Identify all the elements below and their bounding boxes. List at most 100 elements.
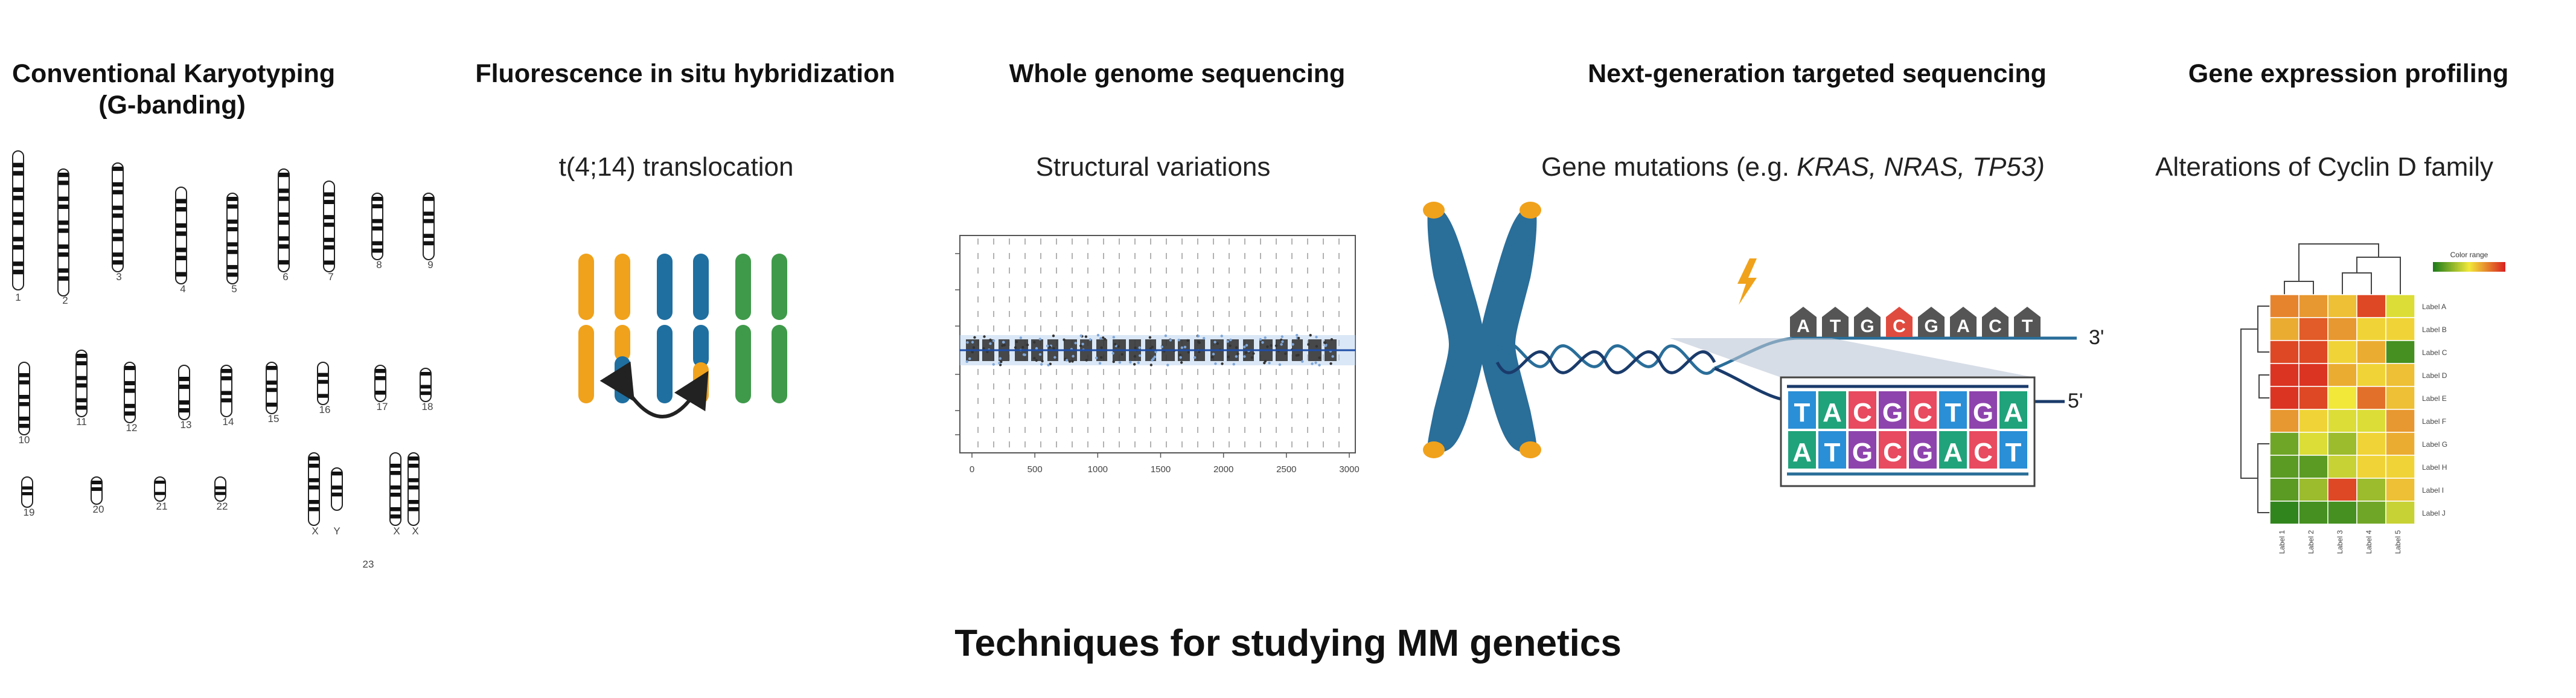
chromosome-22: [214, 476, 226, 502]
karyotype-label: 15: [268, 413, 280, 424]
chromosome-7: [323, 181, 335, 272]
cn-segment: [1177, 338, 1191, 364]
x-tick-label: 1500: [1151, 464, 1171, 475]
heatmap-row-label: Label J: [2422, 509, 2446, 517]
karyotype-label: 8: [376, 259, 382, 271]
heatmap-cell: [2327, 386, 2357, 410]
heatmap-cell: [2269, 294, 2300, 318]
karyotype-label: 9: [427, 259, 433, 271]
heatmap-cell: [2356, 363, 2386, 387]
karyotype-label: 23: [363, 559, 374, 570]
base-letter: T: [1945, 398, 1961, 427]
base-pair: CG: [1849, 391, 1876, 469]
sequence-base: G: [1854, 307, 1881, 337]
heatmap-cell: [2356, 317, 2386, 341]
cn-segment: [1031, 338, 1044, 366]
karyotype-label: 19: [24, 507, 35, 518]
chromosome-6: [278, 168, 290, 272]
heatmap-cell: [2327, 478, 2357, 502]
heatmap-row-label: Label A: [2422, 303, 2446, 311]
base-pair: GC: [1879, 391, 1906, 469]
heatmap-cell: [2327, 294, 2357, 318]
heatmap-cell: [2298, 409, 2328, 433]
heatmap-row-label: Label G: [2422, 440, 2447, 449]
subtitle-ngs: Gene mutations (e.g. KRAS, NRAS, TP53): [1541, 152, 2045, 182]
base-letter: T: [2022, 316, 2033, 336]
base-letter: A: [2004, 398, 2023, 427]
heatmap-cell: [2327, 501, 2357, 525]
chromosome-2: [57, 168, 69, 296]
cn-segment: [1014, 336, 1029, 361]
base-letter: C: [1893, 316, 1906, 336]
heatmap-row-label: Label B: [2422, 325, 2447, 334]
heatmap-cell: [2356, 340, 2386, 364]
chromosome-13: [178, 365, 190, 420]
subtitle-fish: t(4;14) translocation: [558, 152, 794, 182]
karyotype-label: X: [312, 525, 318, 537]
cn-segment: [998, 339, 1009, 367]
heatmap-cell: [2356, 432, 2386, 456]
chromosome-14-normal: [657, 254, 673, 403]
heatmap-cell: [2269, 432, 2300, 456]
heatmap-cell: [2269, 340, 2300, 364]
subtitle-gep: Alterations of Cyclin D family: [2155, 152, 2493, 182]
karyotype-label: 11: [76, 416, 87, 427]
sequence-base: C: [1982, 307, 2009, 337]
chromosome-21: [154, 476, 166, 502]
heatmap-cell: [2356, 501, 2386, 525]
base-letter: C: [1853, 398, 1872, 427]
base-letter: G: [1882, 398, 1903, 427]
base-letter: T: [1830, 316, 1841, 336]
base-letter: C: [1974, 438, 1993, 467]
base-letter: A: [1797, 316, 1810, 336]
heatmap-cell: [2385, 317, 2415, 341]
heatmap-cell: [2385, 294, 2415, 318]
karyotype-label: 16: [319, 404, 331, 415]
chromosome-X: [308, 452, 320, 526]
x-tick-label: 500: [1028, 464, 1043, 475]
sequence-base: A: [1950, 307, 1977, 337]
heatmap-row-label: Label F: [2422, 417, 2446, 426]
chromosome-12: [124, 362, 136, 423]
heatmap-col-label: Label 2: [2307, 530, 2315, 554]
heatmap-cell: [2298, 501, 2328, 525]
dna-helix-strand-b: [1495, 350, 1716, 374]
heatmap-cell: [2385, 363, 2415, 387]
heatmap-cell: [2385, 386, 2415, 410]
heatmap-cell: [2298, 317, 2328, 341]
chromosome-X: [407, 452, 420, 526]
chromosome-1: [12, 150, 24, 290]
base-letter: A: [1792, 438, 1812, 467]
heatmap-cell: [2356, 386, 2386, 410]
karyotype-label: 17: [377, 401, 388, 412]
heatmap-cell: [2356, 478, 2386, 502]
zoom-wedge: [1670, 338, 2034, 377]
heatmap-cell: [2269, 409, 2300, 433]
sequence-base: T: [2014, 307, 2041, 337]
heatmap-cell: [2327, 455, 2357, 479]
chromosome-3: [112, 162, 124, 272]
heatmap-cell: [2385, 478, 2415, 502]
karyotype-label: 13: [181, 419, 192, 431]
base-pair: TA: [1939, 391, 1967, 469]
karyotype-label: 21: [156, 501, 168, 512]
karyotype-label: 20: [93, 504, 104, 515]
heatmap-cell: [2385, 409, 2415, 433]
heatmap-row-label: Label I: [2422, 486, 2444, 495]
main-title: Techniques for studying MM genetics: [954, 623, 1622, 664]
karyotype-label: Y: [333, 525, 340, 537]
chromosome-5: [226, 193, 238, 284]
chromosome-14: [220, 365, 232, 417]
x-tick-label: 1000: [1088, 464, 1108, 475]
x-tick-label: 2500: [1276, 464, 1296, 475]
chromosome-20: [91, 476, 103, 505]
panel-title-gep: Gene expression profiling: [2188, 59, 2509, 88]
heatmap-cell: [2269, 363, 2300, 387]
panel-title-ngs: Next-generation targeted sequencing: [1588, 59, 2047, 88]
heatmap-cell: [2327, 432, 2357, 456]
base-pair: GC: [1969, 391, 1997, 469]
subtitle-wgs: Structural variations: [1035, 152, 1271, 182]
sequence-base: G: [1918, 307, 1945, 337]
